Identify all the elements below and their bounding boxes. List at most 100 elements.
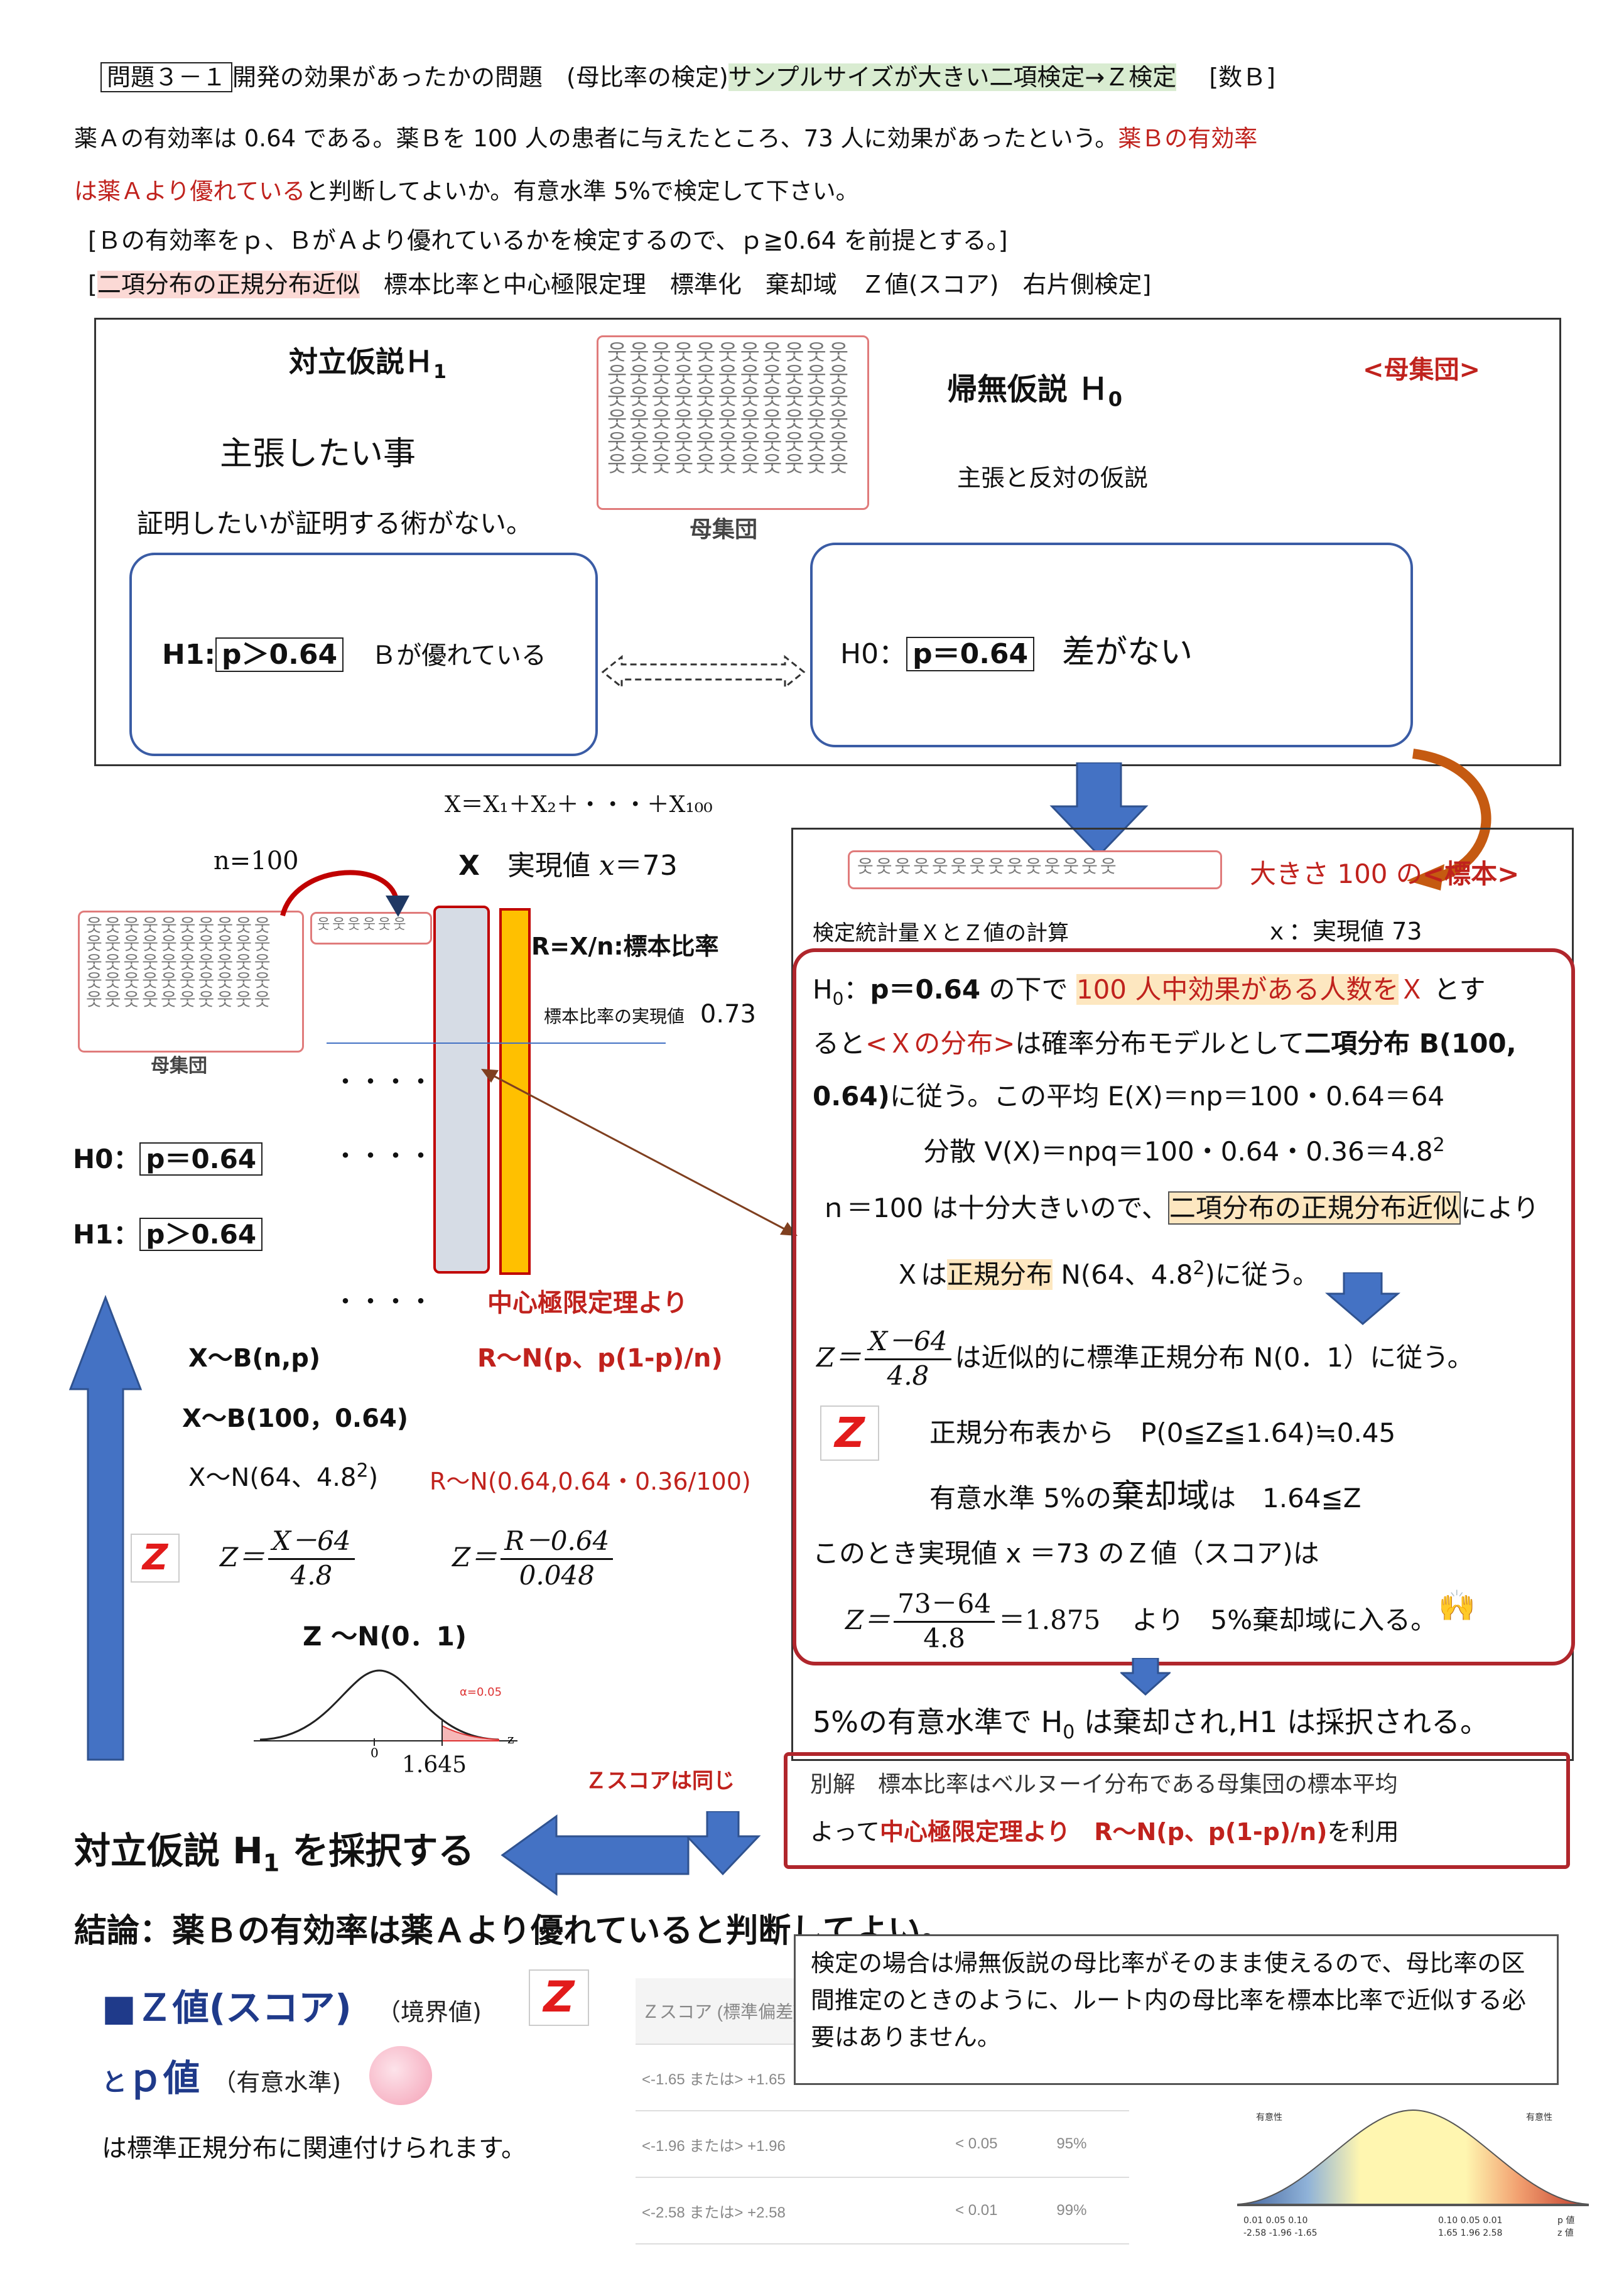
claim-text: 主張したい事 — [220, 435, 416, 473]
calc-h: H — [813, 974, 833, 1005]
alt-l2-b: を利用 — [1327, 1818, 1399, 1846]
calc-line-6: Ｘは正規分布 N(64、4.82)に従う。 — [894, 1254, 1319, 1292]
dots-3: ・・・・ — [333, 1287, 433, 1316]
realized-value-line: X 実現値 x＝73 — [458, 843, 678, 883]
calc-line-10: このとき実現値 x ＝73 のＺ値（スコア)は — [813, 1538, 1319, 1569]
calc-variance: 分散 V(X)＝npq＝100・0.64・0.36＝4.8 — [923, 1136, 1433, 1167]
note-box: 検定の場合は帰無仮説の母比率がそのまま使えるので、母比率の区間推定のときのように… — [794, 1934, 1559, 2085]
calc-z-text: は近似的に標準正規分布 N(0．1）に従う。 — [955, 1342, 1474, 1373]
dots-1: ・・・・ — [333, 1068, 433, 1097]
z-title-text: ■Ｚ値(スコア) — [102, 1986, 352, 2029]
alt-l2-a: よって — [810, 1818, 880, 1846]
p-title-text: ｐ値 — [127, 2057, 200, 2099]
sample-figures-small: 웃웃웃웃웃웃 — [317, 917, 409, 933]
related-text: は標準正規分布に関連付けられます。 — [102, 2134, 526, 2163]
realized-label: 実現値 — [507, 850, 590, 882]
population-tag: <母集団> — [1363, 355, 1481, 384]
null-note: 主張と反対の仮説 — [957, 464, 1149, 492]
subject-tag: [数Ｂ] — [1209, 63, 1275, 91]
kw-rest: 標本比率と中心極限定理 標準化 棄却域 Ｚ値(スコア) 右片側検定] — [359, 271, 1152, 298]
null-hypothesis-title: 帰無仮説 Ｈ0 — [947, 364, 1122, 411]
curve-right-label: 有意性 — [1526, 2112, 1552, 2123]
calc-line-5: ｎ＝100 は十分大きいので、二項分布の正規分布近似により — [820, 1187, 1539, 1225]
problem-line-1: 薬Ａの有効率は 0.64 である。薬Ｂを 100 人の患者に与えたところ、73 … — [74, 119, 1257, 153]
sample-ratio-text: 標本比率の実現値 — [544, 1006, 685, 1027]
z-axis-right: 1.65 1.96 2.58 — [1438, 2228, 1502, 2238]
same-z-note: Ｚスコアは同じ — [585, 1768, 735, 1794]
calc-z2-value: ＝1.875 — [999, 1605, 1101, 1635]
h0-statement: H0：p＝0.64 差がない — [840, 625, 1193, 673]
z-axis-label: z 値 — [1557, 2228, 1574, 2238]
conclusion-adopt-sub: 1 — [263, 1849, 280, 1877]
down-arrow-icon — [1049, 762, 1149, 857]
conclusion-adopt-b: を採択する — [279, 1829, 475, 1872]
test-result: 5%の有意水準で H0 は棄却され,H1 は採択される。 — [813, 1699, 1489, 1743]
z-logo-icon-2: Z — [820, 1405, 879, 1461]
calc-box — [793, 948, 1575, 1665]
null-title-sub: 0 — [1108, 387, 1122, 411]
sample-ratio-value: 0.73 — [700, 1000, 756, 1029]
table-cell: 99% — [1050, 2177, 1129, 2245]
left-h1-box: p＞0.64 — [139, 1218, 263, 1251]
left-h0-box: p＝0.64 — [139, 1142, 263, 1176]
problem-text: と判断してよいか。有意水準 5%で検定して下さい。 — [305, 178, 859, 205]
calc-l5-b: により — [1460, 1193, 1540, 1223]
calc-line-4: 分散 V(X)＝npq＝100・0.64・0.36＝4.82 — [923, 1130, 1445, 1169]
h1-rounded-box — [129, 553, 598, 756]
calc-x: Ｘ — [1399, 974, 1426, 1005]
sample-strip: 웃웃웃웃웃웃웃웃웃웃웃웃웃웃 — [848, 850, 1222, 889]
h0-text: 差がない — [1062, 634, 1193, 671]
calc-l2-a: ると — [813, 1028, 866, 1059]
calc-line-8: 正規分布表から P(0≦Z≦1.64)≒0.45 — [929, 1417, 1396, 1448]
calc-z-lhs: Z＝ — [816, 1342, 862, 1373]
p-value-curve-figure: 有意性 有意性 0.01 0.05 0.10 -2.58 -1.96 -1.65… — [1237, 2109, 1589, 2238]
calc-line-3: 0.64)に従う。この平均 E(X)＝np＝100・0.64＝64 — [813, 1075, 1444, 1113]
curve-axis-z: z — [507, 1731, 514, 1746]
alt-l2-red: 中心極限定理より R～N(p、p(1-p)/n) — [879, 1818, 1328, 1846]
calc-z2-den: 4.8 — [923, 1623, 966, 1654]
result-down-arrow-icon — [1120, 1658, 1171, 1696]
p-note: （有意水準) — [212, 2069, 342, 2096]
z-den: 4.8 — [290, 1560, 333, 1591]
null-title-text: 帰無仮説 Ｈ — [947, 372, 1108, 407]
calc-z2-text: より 5%棄却域に入る。 — [1132, 1605, 1437, 1635]
small-down-arrow-icon — [1325, 1272, 1400, 1325]
alt-solution-box — [784, 1752, 1570, 1869]
curved-arrow-icon — [1407, 749, 1491, 891]
claim-note: 証明したいが証明する術がない。 — [137, 508, 533, 539]
calc-l2-bold: 二項分布 B(100, — [1304, 1028, 1517, 1059]
sample-size-text: 大きさ 100 の — [1250, 858, 1422, 889]
calc-l6-a: Ｘは — [894, 1259, 948, 1290]
calc-l6-c: )に従う。 — [1204, 1259, 1319, 1290]
problem-highlight: は薬Ａより優れている — [74, 178, 306, 205]
pointer-arrow-icon — [481, 1069, 798, 1236]
sample-tag: <標本> — [1422, 858, 1520, 889]
peach-icon — [369, 2046, 432, 2105]
z-value-title: ■Ｚ値(スコア) （境界値) — [102, 1978, 482, 2031]
left-h0: H0：p＝0.64 — [73, 1138, 263, 1176]
calc-line-1: H0：p＝0.64 の下で 100 人中効果がある人数をＸ とす — [813, 968, 1485, 1009]
z-note: （境界値) — [377, 1998, 482, 2026]
p-axis-left: 0.01 0.05 0.10 — [1243, 2216, 1307, 2226]
z-num: X－64 — [268, 1520, 355, 1560]
dist-x-normal: X～N(64、4.82) — [188, 1457, 378, 1493]
alt-hypothesis-title: 対立仮説Ｈ1 — [289, 339, 447, 383]
calc-z2-lhs: Z＝ — [845, 1605, 890, 1635]
x-column-bar — [433, 906, 490, 1274]
realized-var: x — [598, 850, 615, 882]
alt-title-sub: 1 — [433, 361, 447, 384]
curve-tick-zero: 0 — [371, 1745, 379, 1758]
p-value-title: とｐ値 （有意水準) — [102, 2049, 341, 2101]
sample-ratio-label: 標本比率の実現値 0.73 — [544, 1000, 756, 1029]
sample-arrow-icon — [280, 870, 409, 917]
dist-x-binom: X～B(n,p) — [188, 1344, 321, 1373]
z-den-r: 0.048 — [519, 1560, 595, 1591]
population-caption: 母集団 — [690, 517, 758, 543]
p-axis-right: 0.10 0.05 0.01 — [1438, 2216, 1502, 2226]
